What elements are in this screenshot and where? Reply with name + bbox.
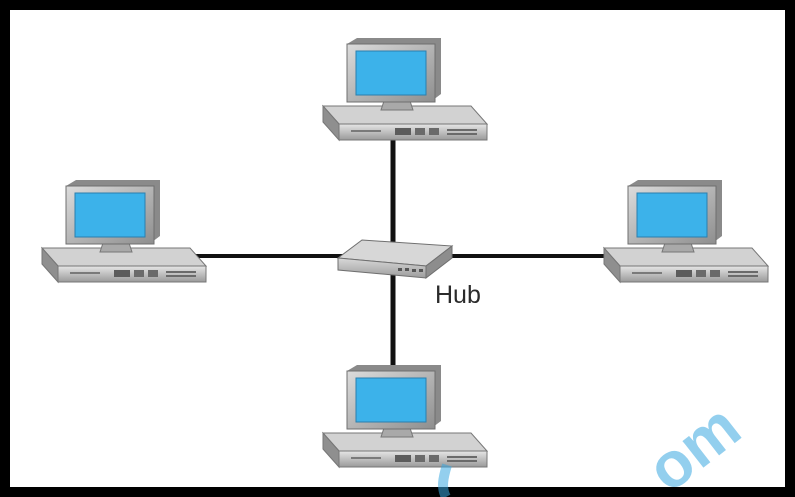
desktop-computer-icon xyxy=(41,179,207,283)
watermark-mark xyxy=(438,463,452,497)
desktop-computer-icon xyxy=(322,37,488,141)
desktop-computer-icon xyxy=(322,364,488,468)
watermark-text: om xyxy=(633,390,753,497)
network-hub: Hub xyxy=(336,239,481,309)
hub-label: Hub xyxy=(435,281,481,309)
network-hub-icon xyxy=(336,239,454,280)
network-cables xyxy=(175,133,605,385)
computer-bottom xyxy=(322,364,488,468)
computer-top xyxy=(322,37,488,141)
computer-left xyxy=(41,179,207,283)
computer-right xyxy=(603,179,769,283)
desktop-computer-icon xyxy=(603,179,769,283)
